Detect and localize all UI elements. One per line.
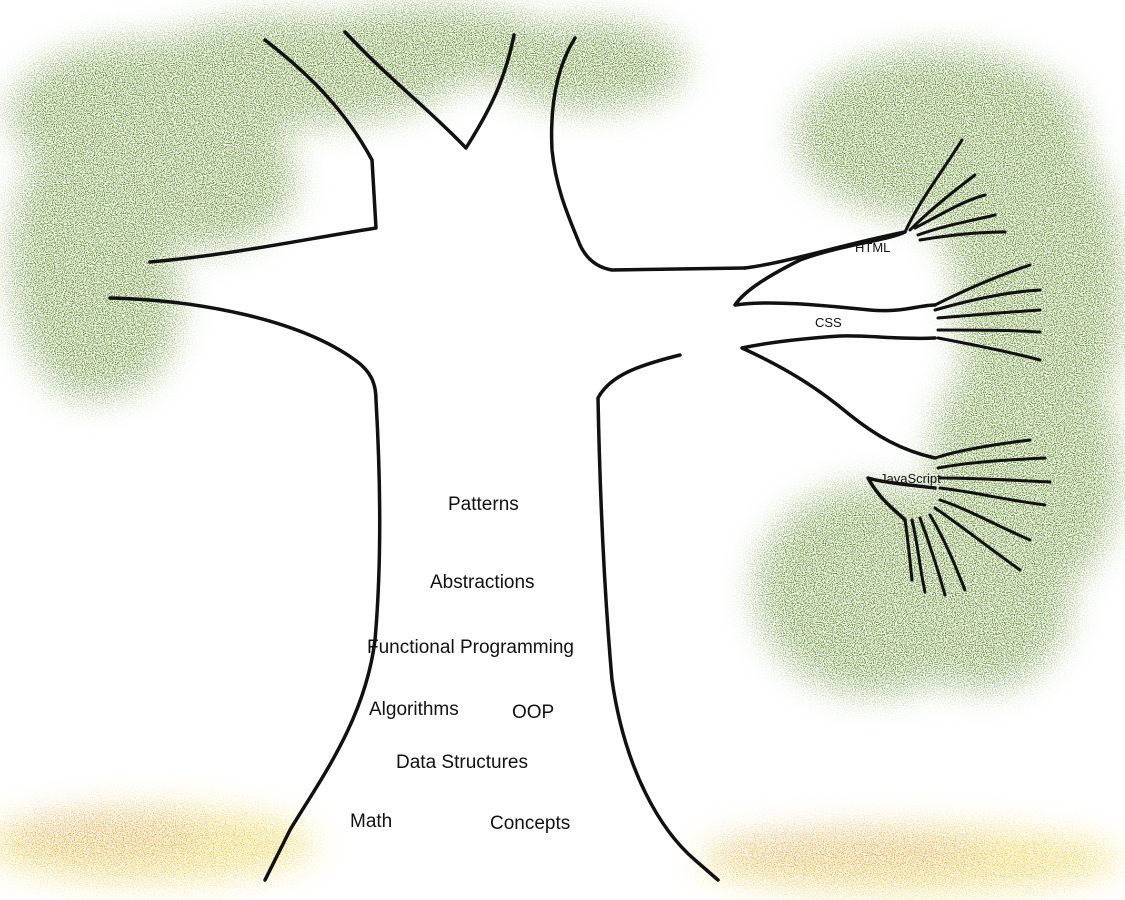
twig: [918, 230, 1007, 242]
twig: [938, 476, 1052, 484]
ground: [0, 807, 1120, 894]
branch-html: [733, 230, 937, 313]
twig: [933, 288, 1042, 312]
trunk-label-abstractions: Abstractions: [430, 572, 535, 593]
trunk-label-patterns: Patterns: [448, 494, 519, 515]
foliage-blob: [935, 130, 1075, 290]
twig: [933, 438, 1032, 460]
twig: [928, 513, 967, 592]
twig: [933, 506, 1022, 572]
branch-label-html: HTML: [855, 240, 891, 255]
twig: [936, 456, 1047, 470]
trunk-label-algorithms: Algorithms: [369, 699, 459, 720]
trunk-label-functional-programming: Functional Programming: [367, 637, 574, 658]
twig: [933, 263, 1032, 307]
foliage-blob: [495, 20, 685, 110]
foliage-top-left: [10, 5, 685, 400]
twigs-css: [933, 263, 1042, 362]
twig: [936, 336, 1042, 362]
twig: [938, 498, 1032, 542]
twigs-javascript: [903, 438, 1052, 597]
foliage-right: [755, 50, 1125, 695]
twig: [910, 518, 927, 594]
branch-top-right: [549, 36, 747, 272]
branch-label-javascript: JavaScript: [880, 471, 941, 486]
trunk-label-oop: OOP: [512, 702, 555, 723]
trunk-label-concepts: Concepts: [490, 813, 571, 834]
trunk-right-edge: [596, 353, 720, 882]
twig: [903, 518, 914, 582]
trunk-label-data-structures: Data Structures: [396, 752, 528, 773]
foliage: [0, 5, 1125, 894]
trunk-left-edge: [108, 296, 382, 882]
twig: [913, 193, 987, 230]
foliage-blob: [40, 205, 180, 395]
twig: [908, 173, 977, 232]
branch-css: [740, 334, 937, 460]
trunk-label-math: Math: [350, 811, 393, 832]
ground-right-orange: [710, 830, 990, 874]
foliage-blob: [890, 510, 1070, 690]
tree-outline: [108, 30, 1052, 882]
branch-top-v: [343, 30, 516, 150]
branch-upper-left: [148, 38, 378, 264]
twig: [903, 138, 964, 234]
branch-javascript: [866, 476, 937, 522]
twig: [938, 486, 1047, 507]
twig: [936, 308, 1042, 320]
ground-left-orange: [10, 811, 210, 859]
twigs-html: [903, 138, 1007, 242]
foliage-blob: [105, 110, 295, 250]
twig: [916, 213, 997, 237]
twig: [936, 328, 1042, 334]
twig: [918, 516, 947, 597]
branch-label-css: CSS: [815, 315, 842, 330]
